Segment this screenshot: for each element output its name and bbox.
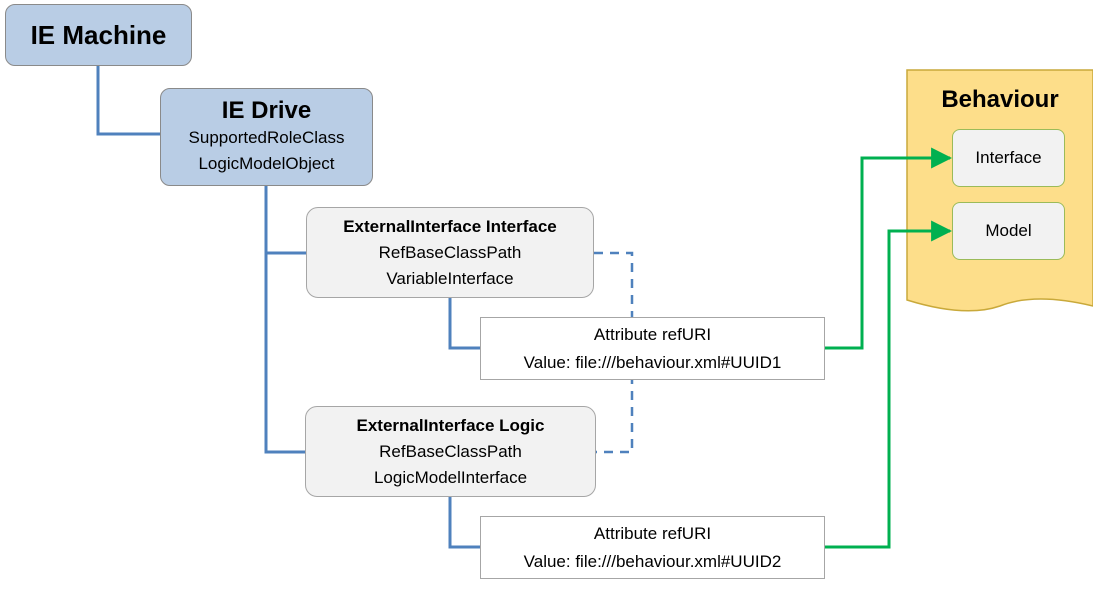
ie-machine-title: IE Machine [30, 20, 167, 50]
external-interface-logic-line: RefBaseClassPath [379, 441, 522, 461]
external-interface-logic-title: ExternalInterface Logic [356, 415, 545, 435]
ie-drive-node: IE Drive SupportedRoleClass LogicModelOb… [160, 88, 373, 186]
ie-drive-line: SupportedRoleClass [188, 128, 345, 147]
dashed-connector-interfaces [594, 251, 634, 454]
external-interface-logic-node: ExternalInterface Logic RefBaseClassPath… [305, 406, 596, 497]
ie-drive-line: LogicModelObject [198, 154, 335, 173]
external-interface-interface-title: ExternalInterface Interface [343, 216, 557, 236]
external-interface-logic-line: LogicModelInterface [373, 467, 528, 487]
attribute-refuri-1-node: Attribute refURI Value: file:///behaviou… [480, 317, 825, 380]
ie-drive-title: IE Drive [221, 97, 312, 124]
behaviour-model-item: Model [952, 202, 1065, 260]
attribute-refuri-2-node: Attribute refURI Value: file:///behaviou… [480, 516, 825, 579]
attribute-1-value: Value: file:///behaviour.xml#UUID1 [523, 352, 782, 372]
attribute-2-value: Value: file:///behaviour.xml#UUID2 [523, 551, 782, 571]
behaviour-title: Behaviour [941, 86, 1059, 113]
connector-logic-attr2 [448, 497, 480, 549]
behaviour-interface-item: Interface [952, 129, 1065, 187]
link-attr1-interface [825, 147, 953, 350]
external-interface-interface-node: ExternalInterface Interface RefBaseClass… [306, 207, 594, 298]
connector-machine-drive [96, 66, 160, 136]
connector-drive-interface [264, 186, 306, 255]
connector-drive-logic [264, 253, 305, 454]
ie-machine-node: IE Machine [5, 4, 192, 66]
attribute-2-name: Attribute refURI [593, 523, 712, 543]
external-interface-interface-line: RefBaseClassPath [378, 242, 522, 262]
connector-interface-attr1 [448, 298, 480, 350]
attribute-1-name: Attribute refURI [593, 324, 712, 344]
link-attr2-model [825, 220, 953, 549]
external-interface-interface-line: VariableInterface [386, 268, 514, 288]
